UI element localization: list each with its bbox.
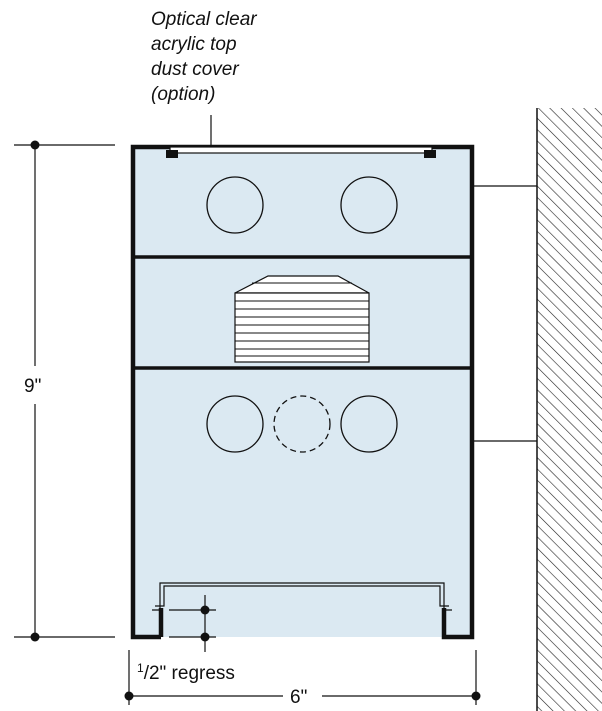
callout-line-4: (option) xyxy=(151,84,215,105)
callout-line-2: acrylic top xyxy=(151,34,237,55)
width-dim-dot-right xyxy=(471,691,481,701)
lower-center-dashed-circle xyxy=(273,395,331,453)
cabinet-fill xyxy=(133,147,472,637)
height-dim-dot-top xyxy=(30,140,40,150)
regress-dot-bottom xyxy=(200,632,210,642)
regress-text: /2" regress xyxy=(144,663,235,684)
top-right-circle xyxy=(340,176,398,234)
regress-label: 1/2" regress xyxy=(137,661,235,684)
regress-dot-top xyxy=(200,605,210,615)
width-dim-dot-left xyxy=(124,691,134,701)
width-label: 6" xyxy=(290,687,307,708)
top-left-circle xyxy=(206,176,264,234)
regress-superscript: 1 xyxy=(137,661,144,675)
cover-clip-right xyxy=(424,150,436,158)
height-dim-dot-bottom xyxy=(30,632,40,642)
stacked-device xyxy=(234,275,370,363)
callout-line-1: Optical clear xyxy=(151,9,257,30)
stacked-device-lines xyxy=(235,282,369,357)
top-dust-cover xyxy=(169,146,433,154)
height-label: 9" xyxy=(24,376,41,397)
cabinet-outline xyxy=(130,144,475,640)
lower-right-circle xyxy=(340,395,398,453)
callout-line-3: dust cover xyxy=(151,59,239,80)
bottom-tray xyxy=(152,582,452,611)
wall-hatch xyxy=(537,108,602,711)
lower-left-circle xyxy=(206,395,264,453)
cover-clip-left xyxy=(166,150,178,158)
